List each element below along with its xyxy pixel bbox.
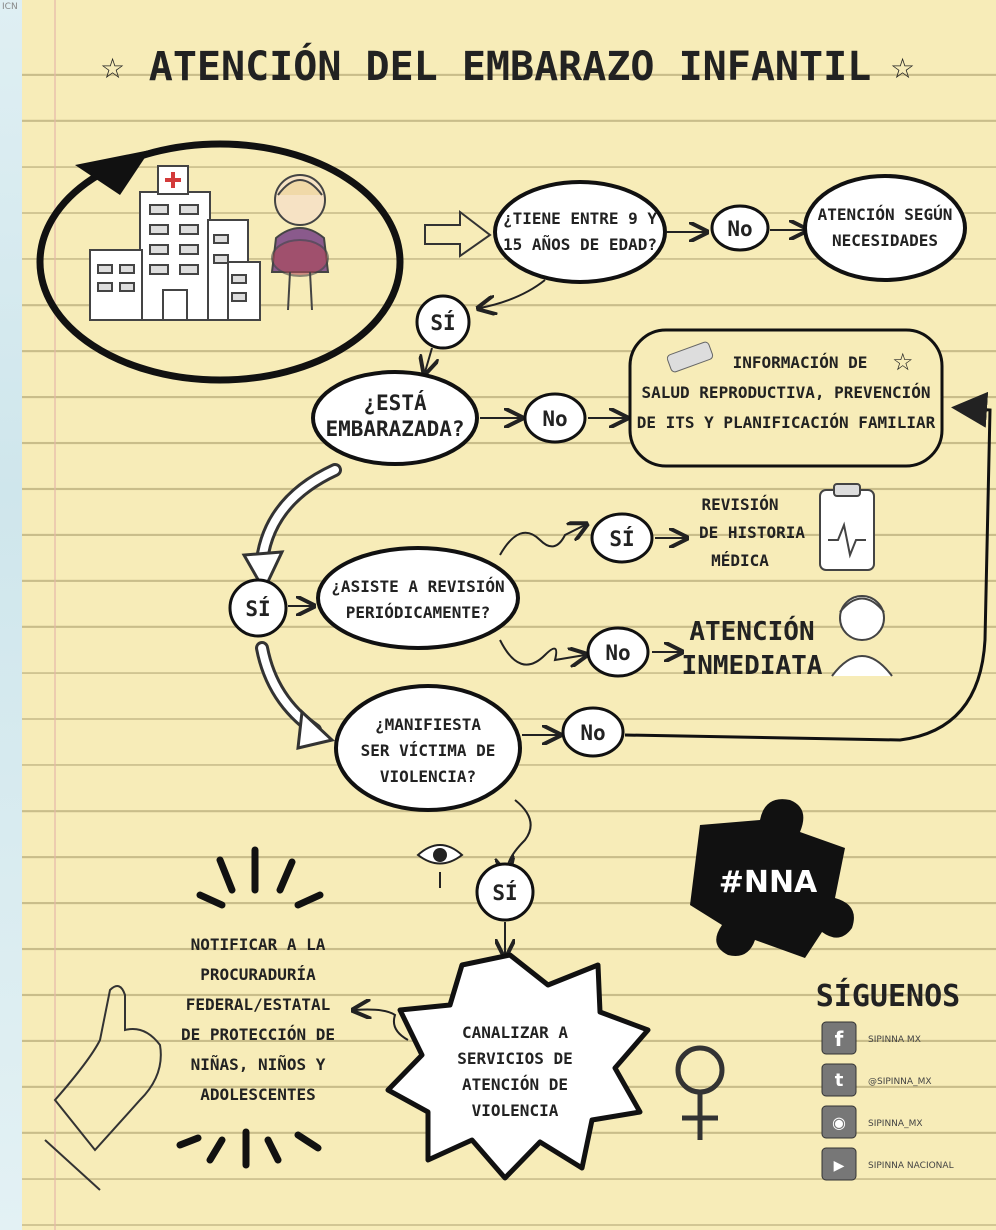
svg-text:PERIÓDICAMENTE?: PERIÓDICAMENTE?: [346, 603, 491, 622]
svg-text:SALUD REPRODUCTIVA, PREVENCIÓN: SALUD REPRODUCTIVA, PREVENCIÓN: [642, 383, 931, 402]
svg-text:MÉDICA: MÉDICA: [711, 551, 769, 570]
pointing-hand-icon: [44, 985, 162, 1191]
answer-no-checkup: No: [586, 626, 650, 678]
svg-text:EMBARAZADA?: EMBARAZADA?: [325, 417, 464, 441]
hospital-loop: [36, 140, 404, 384]
girl-icon: [270, 174, 330, 311]
question-age-node: ¿TIENE ENTRE 9 Y 15 AÑOS DE EDAD?: [493, 180, 667, 284]
svg-text:DE PROTECCIÓN DE: DE PROTECCIÓN DE: [181, 1025, 335, 1044]
answer-si-violence: SÍ: [475, 862, 535, 922]
svg-text:No: No: [605, 641, 630, 665]
medical-history-node: REVISIÓN DE HISTORIA MÉDICA: [699, 495, 805, 570]
notify-procuraduria-node: NOTIFICAR A LA PROCURADURÍA FEDERAL/ESTA…: [181, 935, 335, 1104]
svg-text:DE ITS Y PLANIFICACIÓN FAMILIA: DE ITS Y PLANIFICACIÓN FAMILIAR: [637, 413, 936, 432]
question-violence-node: ¿MANIFIESTA SER VÍCTIMA DE VIOLENCIA?: [334, 684, 522, 812]
svg-text:ATENCIÓN: ATENCIÓN: [689, 615, 814, 647]
svg-text:NECESIDADES: NECESIDADES: [832, 231, 938, 250]
female-symbol-icon: [675, 1045, 725, 1140]
svg-text:SERVICIOS DE: SERVICIOS DE: [457, 1049, 573, 1068]
clipboard-icon: [819, 483, 875, 571]
star-icon: ☆: [100, 52, 125, 85]
answer-no-violence: No: [561, 706, 625, 758]
svg-text:ATENCIÓN DE: ATENCIÓN DE: [462, 1075, 568, 1094]
svg-text:INFORMACIÓN DE: INFORMACIÓN DE: [733, 353, 868, 372]
answer-si-age: SÍ: [415, 294, 471, 350]
social-youtube[interactable]: ▶ SIPINNA NACIONAL: [821, 1147, 954, 1181]
hollow-arrow-icon: [424, 209, 492, 258]
svg-text:¿ASISTE A REVISIÓN: ¿ASISTE A REVISIÓN: [331, 577, 504, 596]
return-arrow: [624, 391, 992, 742]
curved-arrow-icon: [255, 463, 342, 567]
question-age-line2: 15 AÑOS DE EDAD?: [503, 235, 657, 254]
channel-services-node: CANALIZAR A SERVICIOS DE ATENCIÓN DE VIO…: [385, 952, 651, 1181]
question-checkup-node: ¿ASISTE A REVISIÓN PERIÓDICAMENTE?: [316, 546, 520, 650]
svg-text:¿ESTÁ: ¿ESTÁ: [363, 390, 427, 415]
svg-text:ATENCIÓN SEGÚN: ATENCIÓN SEGÚN: [818, 205, 953, 224]
immediate-attention-node: ATENCIÓN INMEDIATA: [682, 615, 823, 681]
svg-text:No: No: [727, 217, 752, 241]
svg-text:INMEDIATA: INMEDIATA: [682, 651, 823, 681]
loop-arrowhead-icon: [75, 150, 150, 195]
svg-text:ADOLESCENTES: ADOLESCENTES: [200, 1085, 316, 1104]
question-age-line1: ¿TIENE ENTRE 9 Y: [503, 209, 657, 228]
svg-text:SÍ: SÍ: [609, 526, 634, 551]
nurse-icon: [831, 595, 893, 677]
social-twitter[interactable]: t @SIPINNA_MX: [821, 1063, 932, 1097]
svg-text:SÍ: SÍ: [492, 880, 517, 905]
answer-no-age: No: [710, 204, 770, 252]
twitter-icon: [821, 1063, 857, 1097]
svg-text:SÍ: SÍ: [430, 310, 455, 335]
follow-us-title: SÍGUENOS: [816, 978, 961, 1014]
svg-text:t: t: [835, 1070, 844, 1091]
facebook-icon: [821, 1021, 857, 1055]
svg-text:¿MANIFIESTA: ¿MANIFIESTA: [375, 715, 481, 734]
youtube-icon: [821, 1147, 857, 1181]
star-icon: ☆: [890, 52, 915, 85]
svg-text:VIOLENCIA?: VIOLENCIA?: [380, 767, 476, 786]
eraser-icon: [666, 341, 714, 373]
attention-needs-node: ATENCIÓN SEGÚN NECESIDADES: [803, 174, 967, 282]
info-health-node: INFORMACIÓN DE ☆ SALUD REPRODUCTIVA, PRE…: [628, 328, 944, 468]
social-handle: @SIPINNA_MX: [868, 1077, 932, 1087]
question-pregnant-node: ¿ESTÁ EMBARAZADA?: [311, 370, 479, 466]
social-handle: SIPINNA NACIONAL: [868, 1161, 954, 1171]
social-panel: SÍGUENOS: [816, 978, 961, 1014]
background-left-strip: [0, 0, 22, 1230]
burst-lines-top: [196, 846, 324, 909]
svg-text:CANALIZAR A: CANALIZAR A: [462, 1023, 568, 1042]
camera-icon: [821, 1105, 857, 1139]
hospital-icon: [89, 165, 261, 321]
svg-text:VIOLENCIA: VIOLENCIA: [472, 1101, 559, 1120]
svg-text:◉: ◉: [832, 1113, 846, 1132]
svg-text:▶: ▶: [834, 1158, 845, 1174]
star-icon: ☆: [892, 348, 914, 376]
svg-text:SÍ: SÍ: [245, 596, 270, 621]
svg-text:f: f: [835, 1027, 844, 1051]
puzzle-hashtag: #NNA: [719, 865, 818, 900]
burst-lines-bottom: [176, 1128, 322, 1169]
svg-text:NOTIFICAR A LA: NOTIFICAR A LA: [191, 935, 326, 954]
corner-label: ICN: [2, 2, 18, 12]
eye-icon: [416, 844, 464, 888]
svg-text:SER VÍCTIMA DE: SER VÍCTIMA DE: [361, 741, 496, 760]
social-facebook[interactable]: f SIPINNA MX: [821, 1021, 921, 1055]
page-title: ATENCIÓN DEL EMBARAZO INFANTIL: [149, 42, 871, 90]
svg-text:PROCURADURÍA: PROCURADURÍA: [200, 965, 316, 984]
puzzle-piece-icon: #NNA: [690, 799, 854, 958]
answer-no-pregnant: No: [523, 392, 587, 444]
svg-text:No: No: [580, 721, 605, 745]
social-handle: SIPINNA MX: [868, 1035, 921, 1045]
svg-text:DE HISTORIA: DE HISTORIA: [699, 523, 805, 542]
svg-text:No: No: [542, 407, 567, 431]
social-handle: SIPINNA_MX: [868, 1119, 923, 1129]
svg-text:REVISIÓN: REVISIÓN: [701, 495, 778, 514]
answer-si-pregnant: SÍ: [228, 578, 288, 638]
social-instagram[interactable]: ◉ SIPINNA_MX: [821, 1105, 923, 1139]
title-group: ☆ ATENCIÓN DEL EMBARAZO INFANTIL ☆: [100, 42, 915, 90]
answer-si-checkup: SÍ: [590, 512, 654, 564]
svg-text:NIÑAS, NIÑOS Y: NIÑAS, NIÑOS Y: [191, 1055, 326, 1074]
svg-text:FEDERAL/ESTATAL: FEDERAL/ESTATAL: [186, 995, 331, 1014]
